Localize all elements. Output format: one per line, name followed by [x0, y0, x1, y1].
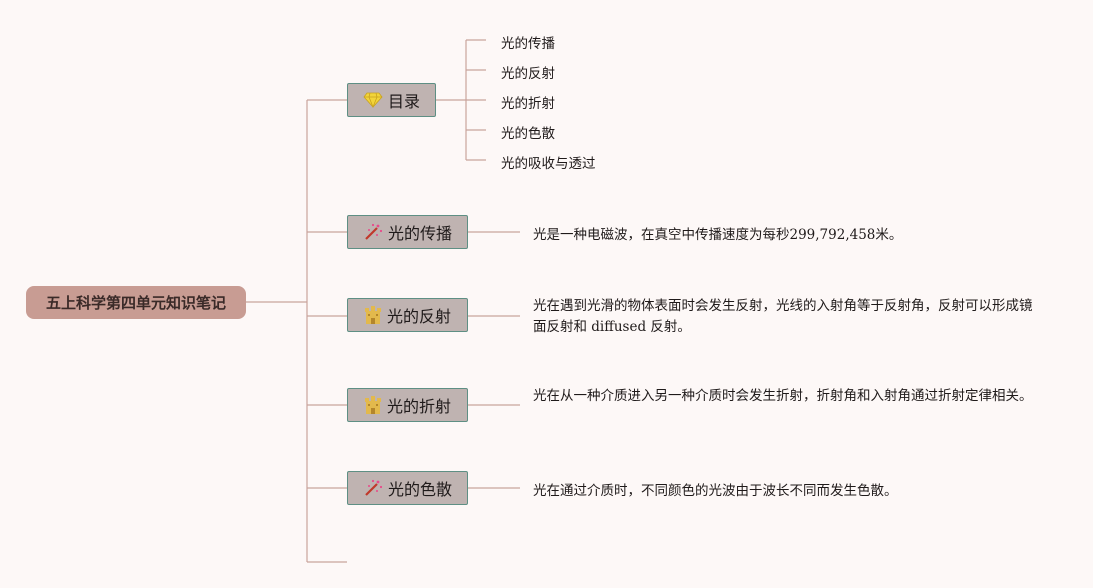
topic-node-propagation[interactable]: 光的传播: [347, 215, 468, 249]
castle-icon: [364, 395, 382, 415]
topic-desc-propagation: 光是一种电磁波，在真空中传播速度为每秒299,792,458米。: [533, 227, 903, 243]
topic-desc-refraction: 光在从一种介质进入另一种介质时会发生折射，折射角和入射角通过折射定律相关。: [533, 388, 1033, 404]
toc-node[interactable]: 目录: [347, 83, 436, 117]
toc-item-propagation[interactable]: 光的传播: [501, 36, 555, 52]
topic-label: 光的反射: [386, 307, 451, 326]
toc-item-reflection[interactable]: 光的反射: [501, 66, 555, 82]
topic-node-dispersion[interactable]: 光的色散: [347, 471, 468, 505]
topic-node-refraction[interactable]: 光的折射: [347, 388, 468, 422]
root-node[interactable]: 五上科学第四单元知识笔记: [26, 286, 246, 319]
root-label: 五上科学第四单元知识笔记: [45, 294, 226, 312]
topic-desc-dispersion: 光在通过介质时，不同颜色的光波由于波长不同而发生色散。: [533, 483, 898, 499]
toc-item-absorption[interactable]: 光的吸收与透过: [501, 156, 596, 172]
topic-node-reflection[interactable]: 光的反射: [347, 298, 468, 332]
topic-label: 光的传播: [387, 224, 452, 243]
toc-item-refraction[interactable]: 光的折射: [501, 96, 555, 112]
topic-label: 光的色散: [387, 480, 452, 499]
magic-wand-icon: [363, 479, 383, 497]
magic-wand-icon: [363, 223, 383, 241]
castle-icon: [364, 305, 382, 325]
topic-label: 光的折射: [386, 397, 451, 416]
toc-label: 目录: [387, 92, 420, 111]
topic-desc-reflection: 光在遇到光滑的物体表面时会发生反射，光线的入射角等于反射角，反射可以形成镜面反射…: [533, 298, 1033, 335]
toc-item-dispersion[interactable]: 光的色散: [501, 126, 555, 142]
diamond-icon: [363, 92, 383, 108]
